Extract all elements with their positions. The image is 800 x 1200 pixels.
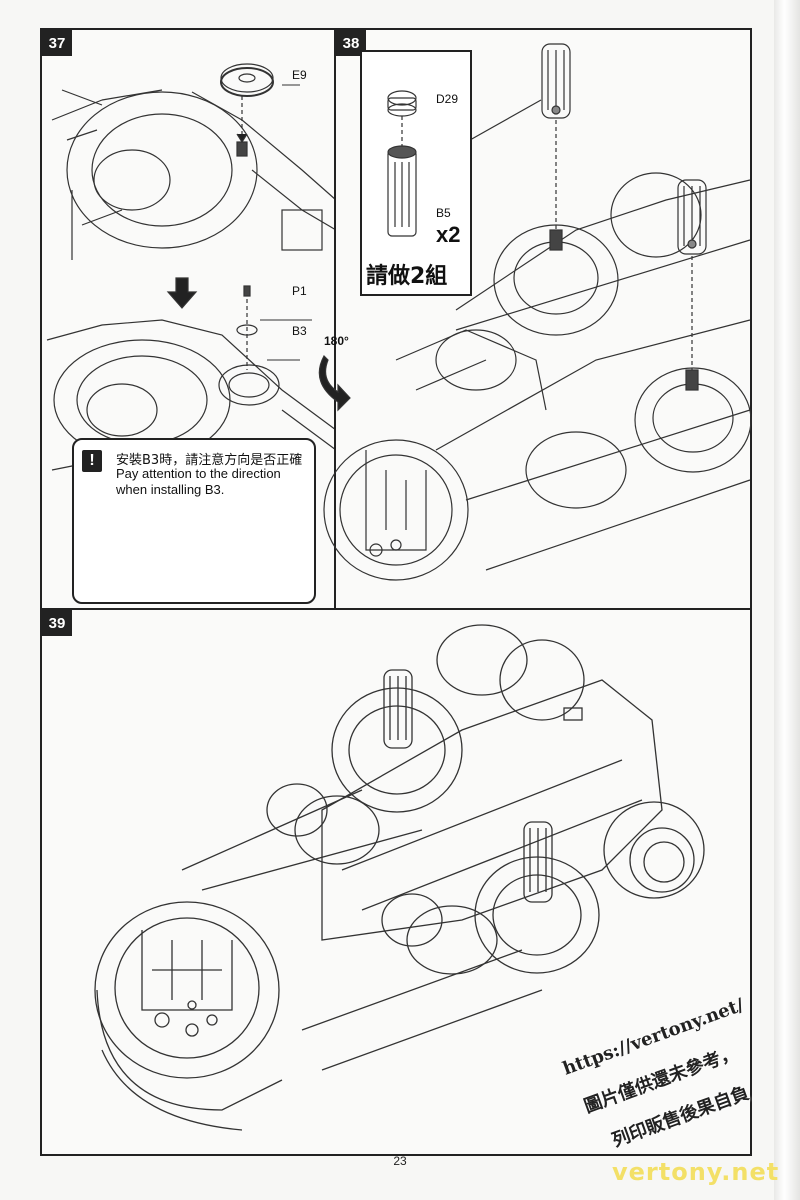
callout-text-en: Pay attention to the direction when inst… (116, 466, 281, 497)
page-number: 23 (393, 1154, 407, 1168)
quantity-multiplier: x2 (436, 222, 461, 247)
page-spine (774, 0, 800, 1200)
watermark-logo: vertony.net (612, 1158, 780, 1186)
step-38-panel: 38 (318, 28, 752, 612)
part-label-b5: B5 (436, 206, 451, 220)
quantity-text-cn: 請做2組 (366, 264, 448, 289)
callout-text-cn: 安裝B3時，請注意方向是否正確 (116, 453, 303, 468)
warning-icon: ! (82, 450, 102, 472)
part-label-d29: D29 (436, 92, 459, 106)
part-label-p1: P1 (292, 284, 307, 298)
b3-direction-callout: ! 安裝B3時，請注意方向是否正確 Pay attention to the d… (72, 438, 316, 604)
step-39-illustration (94, 624, 705, 1131)
step-38-illustration (318, 43, 752, 581)
part-label-b3: B3 (292, 324, 307, 338)
parts-detail-box: D29 B5 x2 請做2組 (360, 50, 472, 296)
rotate-180-label: 180° (324, 334, 349, 348)
step-39-panel: 39 (40, 608, 752, 1156)
step-37-number: 37 (42, 30, 72, 56)
step-37-panel: 37 (40, 28, 338, 612)
part-label-e9: E9 (292, 68, 307, 82)
step-39-number: 39 (42, 610, 72, 636)
